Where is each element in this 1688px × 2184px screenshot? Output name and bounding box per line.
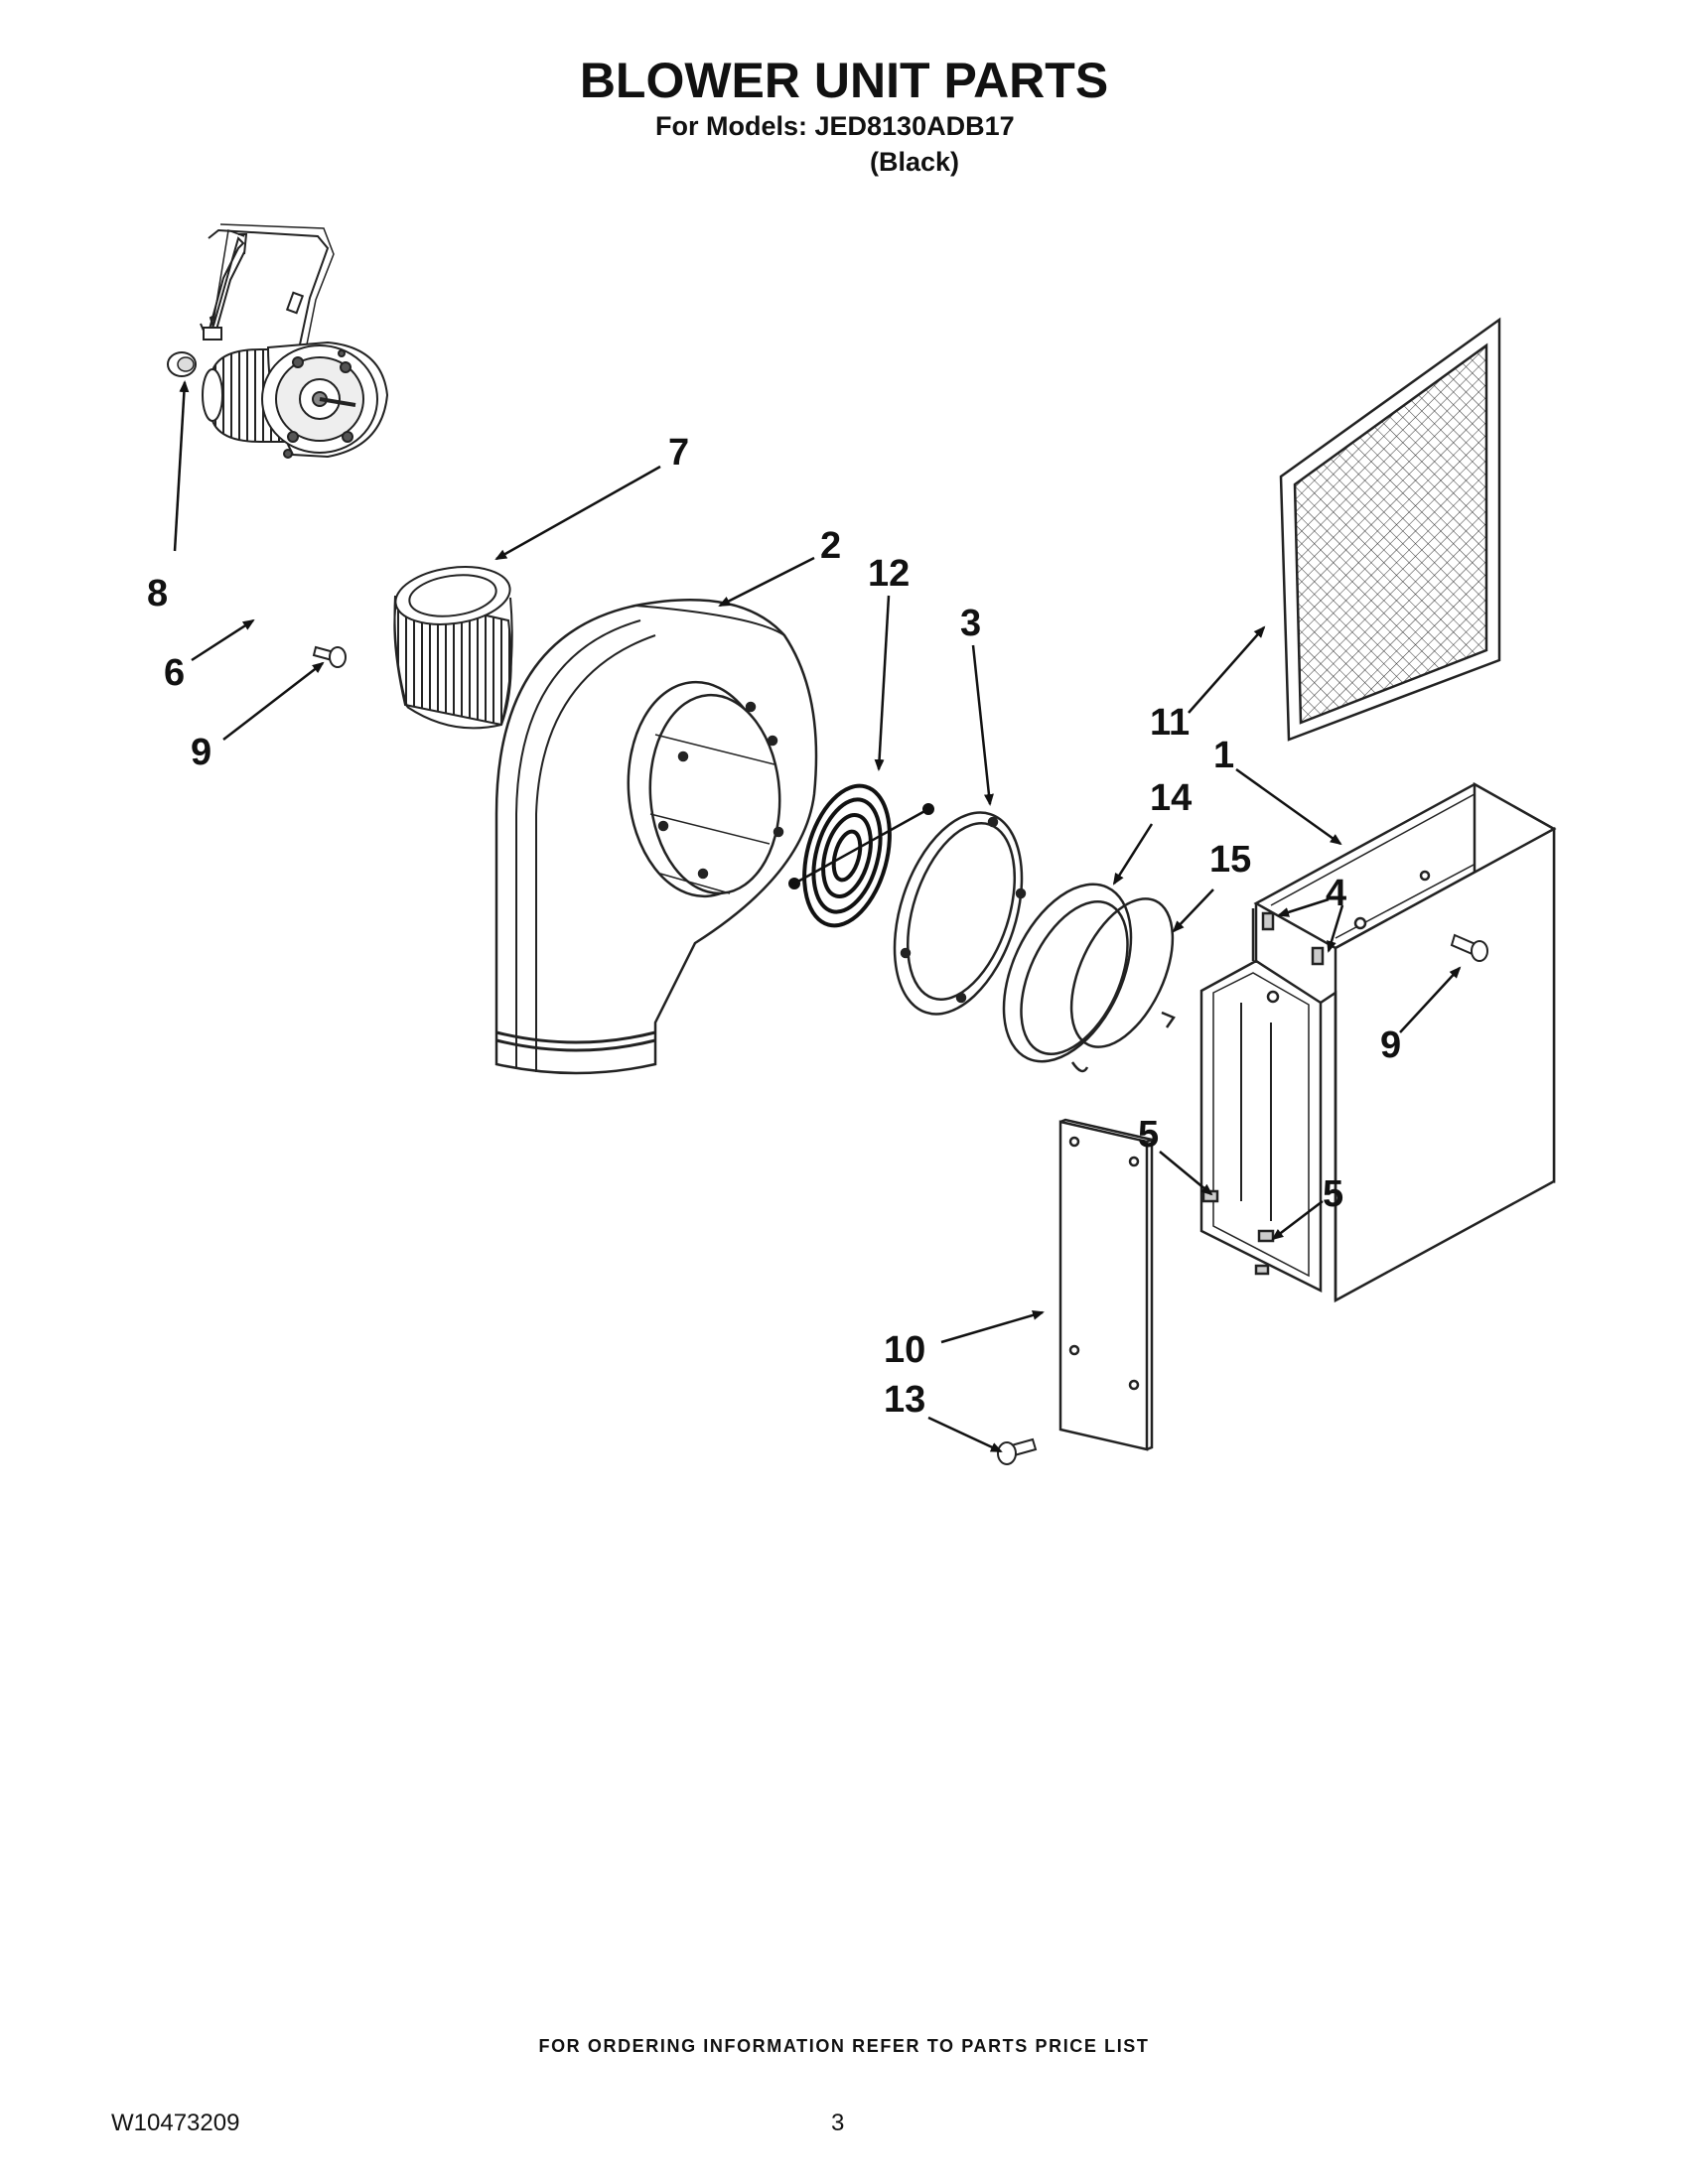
callout-11: 11 [1150, 702, 1190, 744]
screw-part-13 [997, 1437, 1038, 1465]
callout-14: 14 [1150, 777, 1192, 819]
cover-plate-part-10 [1058, 1118, 1157, 1451]
color-line: (Black) [870, 147, 960, 177]
ring-part-3 [893, 811, 1027, 1016]
leader-arrows [173, 380, 1462, 1453]
callout-6: 6 [164, 652, 185, 694]
leader-14 [1112, 823, 1154, 886]
blower-housing-part-2 [494, 599, 818, 1075]
document-number: W10473209 [111, 2110, 240, 2136]
leader-1 [1235, 767, 1342, 846]
callout-13: 13 [884, 1379, 925, 1421]
guard-part-12 [788, 783, 934, 928]
callout-9-left: 9 [191, 732, 211, 773]
clamp-part-15 [1069, 897, 1176, 1048]
leader-11 [1188, 625, 1266, 714]
leader-12 [874, 595, 891, 771]
leader-9-left [222, 661, 325, 741]
leader-15 [1172, 888, 1214, 933]
blower-wheel-part-7 [393, 566, 513, 730]
callout-9-right: 9 [1380, 1024, 1401, 1066]
leader-4b [1327, 904, 1344, 953]
page-title: BLOWER UNIT PARTS [579, 53, 1109, 108]
leader-13 [927, 1416, 1003, 1453]
leader-5b [1271, 1200, 1324, 1241]
page-number: 3 [831, 2110, 845, 2136]
leader-2 [718, 556, 815, 608]
models-line: For Models: JED8130ADB17 [655, 111, 1015, 141]
leader-3 [971, 644, 994, 806]
leader-9-right [1399, 966, 1462, 1033]
callout-5-lower: 5 [1323, 1173, 1343, 1215]
callout-3: 3 [960, 603, 981, 644]
cabinet-part-1 [1199, 781, 1557, 1303]
filter-part-11 [1279, 317, 1501, 742]
screw-part-9-left [312, 645, 347, 668]
callout-labels: 8 6 9 7 2 12 3 11 1 14 15 4 9 5 5 10 13 [147, 432, 1401, 1421]
callout-4: 4 [1326, 873, 1346, 914]
callout-2: 2 [820, 525, 841, 567]
callout-10: 10 [884, 1329, 925, 1371]
leader-8 [173, 380, 190, 552]
leader-10 [940, 1310, 1045, 1344]
collar-part-14 [1002, 883, 1133, 1073]
callout-5-upper: 5 [1138, 1114, 1159, 1156]
leader-5a [1159, 1151, 1213, 1196]
callout-12: 12 [868, 553, 910, 595]
callout-1: 1 [1213, 735, 1234, 776]
leader-6 [191, 618, 255, 662]
ordering-note: FOR ORDERING INFORMATION REFER TO PARTS … [538, 2036, 1150, 2056]
nut-part-8 [167, 351, 197, 377]
callout-15: 15 [1209, 839, 1251, 881]
callout-7: 7 [668, 432, 689, 474]
leader-4a [1277, 897, 1330, 917]
screw-part-9-right [1450, 933, 1488, 962]
leader-7 [494, 465, 661, 561]
motor-part-6 [200, 223, 389, 459]
callout-8: 8 [147, 573, 168, 614]
